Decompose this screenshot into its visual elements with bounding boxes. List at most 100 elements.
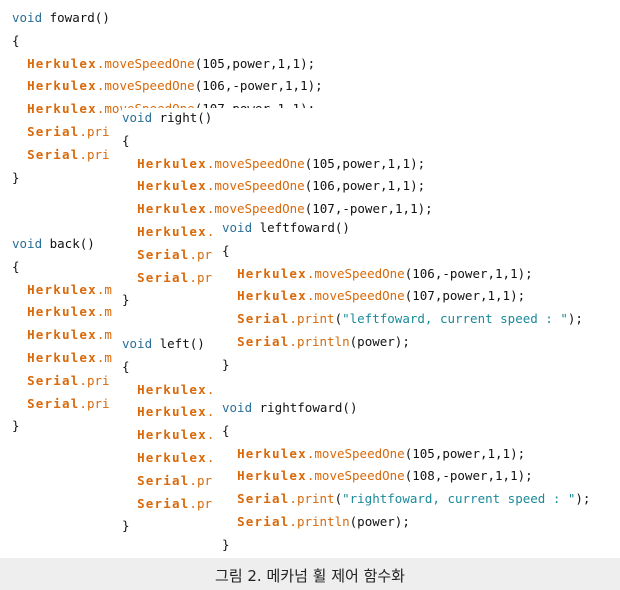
code-token-code-text: { <box>122 358 130 374</box>
code-token-code-text <box>122 201 137 216</box>
code-line: Herkulex. <box>122 382 214 398</box>
code-token-keyword: void <box>12 10 43 25</box>
code-token-class-name: Herkulex <box>137 427 207 443</box>
code-token-code-text: back() <box>42 236 95 251</box>
code-line: Serial.pri <box>12 373 109 389</box>
code-line: { <box>122 359 130 375</box>
code-token-method-name: .m <box>96 304 112 320</box>
code-token-code-text <box>222 514 237 529</box>
code-line: Herkulex.moveSpeedOne(105,power,1,1); <box>222 446 525 462</box>
code-line: Herkulex. <box>122 450 214 466</box>
code-token-code-text <box>122 178 137 193</box>
code-token-code-text <box>222 288 237 303</box>
code-line: Herkulex.moveSpeedOne(106,-power,1,1); <box>12 78 323 94</box>
code-token-method-name: .m <box>96 350 112 365</box>
code-token-class-name: Serial <box>137 495 190 511</box>
code-token-method-name: .print <box>289 491 335 507</box>
code-token-class-name: Herkulex <box>27 281 97 297</box>
code-token-code-text: right() <box>152 110 213 125</box>
code-token-code-text: { <box>12 258 20 274</box>
code-token-class-name: Serial <box>237 311 290 327</box>
code-token-keyword: void <box>12 236 43 251</box>
code-token-class-name: Herkulex <box>137 224 207 239</box>
code-line: Herkulex. <box>122 427 214 443</box>
code-token-code-text <box>122 270 137 285</box>
code-line: Serial.pri <box>12 395 109 412</box>
code-line: Serial.println(power); <box>222 334 410 350</box>
code-token-class-name: Serial <box>137 246 190 262</box>
code-line: void back() <box>12 236 95 252</box>
code-token-code-text <box>12 350 27 365</box>
code-line: { <box>222 423 230 439</box>
code-token-code-text <box>12 396 27 411</box>
code-token-code-text: { <box>12 32 20 48</box>
code-token-code-text <box>122 382 137 397</box>
code-token-code-text: } <box>12 418 20 434</box>
code-token-code-text <box>12 327 27 342</box>
code-token-string-literal: "leftfoward, current speed : " <box>342 311 568 327</box>
code-token-code-text: { <box>122 132 130 148</box>
code-token-method-name: . <box>206 404 215 420</box>
code-token-method-name: . <box>206 224 215 239</box>
code-token-method-name: .moveSpeedOne <box>206 178 305 194</box>
code-line: void leftfoward() <box>222 220 350 236</box>
code-token-class-name: Herkulex <box>137 201 207 217</box>
code-token-class-name: Serial <box>237 514 290 529</box>
code-token-class-name: Herkulex <box>27 350 97 365</box>
code-token-code-text: (106,-power,1,1); <box>194 78 323 94</box>
code-line: Herkulex.moveSpeedOne(106,power,1,1); <box>122 178 425 194</box>
code-token-code-text <box>122 427 137 442</box>
code-token-code-text <box>222 266 237 281</box>
code-token-class-name: Serial <box>27 146 80 162</box>
code-token-code-text: (106,-power,1,1); <box>404 265 533 281</box>
code-token-method-name: .moveSpeedOne <box>206 201 305 217</box>
code-token-method-name: .moveSpeedOne <box>206 155 305 171</box>
code-panel-left: void left() { Herkulex. Herkulex. Herkule… <box>122 334 222 534</box>
code-line: { <box>222 243 230 259</box>
code-token-code-text <box>222 311 237 326</box>
code-token-code-text: leftfoward() <box>252 220 350 235</box>
code-token-code-text: } <box>222 356 230 372</box>
code-token-code-text: (105,power,1,1); <box>194 55 316 71</box>
code-token-method-name: .moveSpeedOne <box>306 468 405 484</box>
code-token-class-name: Herkulex <box>237 468 307 484</box>
code-token-class-name: Herkulex <box>27 304 97 320</box>
code-token-code-text: ); <box>575 491 591 507</box>
code-line: Herkulex.moveSpeedOne(105,power,1,1); <box>122 156 425 172</box>
code-line: Serial.pr <box>122 247 212 263</box>
code-token-class-name: Herkulex <box>237 288 307 304</box>
code-line: } <box>12 418 20 434</box>
code-token-code-text: { <box>222 422 230 438</box>
code-token-code-text <box>122 247 137 262</box>
code-token-string-literal: "rightfoward, current speed : " <box>342 491 576 507</box>
code-token-code-text: (105,power,1,1); <box>404 445 526 461</box>
figure-caption: 그림 2. 메카넘 휠 제어 함수화 <box>215 567 405 585</box>
code-token-class-name: Herkulex <box>27 101 97 117</box>
code-token-method-name: .pri <box>79 124 110 139</box>
code-token-code-text: (106,power,1,1); <box>304 178 426 194</box>
code-panel-foward: void foward(){ Herkulex.moveSpeedOne(105… <box>12 4 362 206</box>
code-token-code-text: } <box>122 518 130 534</box>
code-line: } <box>222 537 230 553</box>
code-token-code-text <box>12 78 27 93</box>
code-line: Serial.pri <box>12 124 110 140</box>
code-line: Herkulex.moveSpeedOne(107,power,1,1); <box>222 288 525 304</box>
code-token-method-name: .println <box>289 334 350 349</box>
code-line: Serial.pr <box>122 496 212 512</box>
code-token-method-name: .print <box>289 311 335 327</box>
code-token-code-text <box>12 101 27 116</box>
code-line: { <box>122 133 130 149</box>
code-line: { <box>12 259 20 275</box>
code-line: void right() <box>122 110 212 126</box>
code-line: void left() <box>122 336 205 352</box>
code-token-class-name: Serial <box>27 395 80 411</box>
code-line: Herkulex.m <box>12 282 112 298</box>
code-panel-back: void back(){ Herkulex.m Herkulex.m Herku… <box>12 230 122 433</box>
code-line: Serial.pri <box>12 146 109 163</box>
code-token-class-name: Herkulex <box>137 404 207 420</box>
code-line: } <box>122 518 130 534</box>
code-token-code-text: rightfoward() <box>252 400 358 415</box>
code-token-class-name: Herkulex <box>27 327 97 343</box>
code-token-code-text: ( <box>334 311 343 327</box>
code-token-code-text <box>122 450 137 465</box>
